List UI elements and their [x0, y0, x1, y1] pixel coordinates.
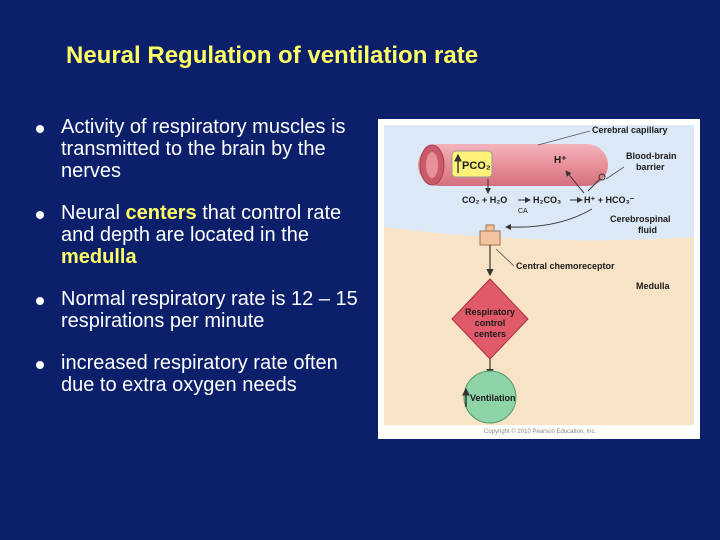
chemoreceptor-leader-line	[495, 248, 515, 267]
barrier-circle-icon	[598, 173, 606, 181]
central-chemoreceptor-label: Central chemoreceptor	[516, 261, 615, 271]
bullet-item: Activity of respiratory muscles is trans…	[36, 116, 372, 182]
copyright-text: Copyright © 2010 Pearson Education, Inc.	[484, 428, 596, 435]
h-plus-label: H⁺	[554, 155, 567, 166]
control-label-2: control	[475, 318, 506, 328]
control-label-1: Respiratory	[465, 307, 515, 317]
bbb-label-2: barrier	[636, 162, 665, 172]
bullet-text: Normal respiratory rate is 12 – 15 respi…	[61, 288, 358, 332]
medulla-label: Medulla	[636, 281, 670, 291]
capillary-lumen	[426, 152, 438, 178]
diagram-svg: PCO₂ H⁺ Cerebral capillary Blood-brain b…	[378, 119, 700, 439]
bullet-text: that control rate and depth are located …	[61, 202, 342, 246]
barrier-block-icon	[587, 178, 601, 192]
bullet-text: Activity of respiratory muscles is trans…	[61, 116, 346, 182]
cerebral-capillary	[418, 144, 608, 186]
ventilation-label: Ventilation	[470, 393, 516, 403]
bullet-item: Neural centers that control rate and dep…	[36, 202, 372, 268]
bullet-text: Neural	[61, 202, 126, 224]
pco2-box	[451, 150, 493, 178]
csf-label-1: Cerebrospinal	[610, 214, 671, 224]
chemoreceptor-diagram: PCO₂ H⁺ Cerebral capillary Blood-brain b…	[378, 119, 700, 439]
highlight-centers: centers	[125, 202, 197, 224]
chemoreceptor-top	[485, 224, 495, 232]
bbb-leader-line	[605, 166, 625, 180]
slide-title: Neural Regulation of ventilation rate	[66, 42, 479, 69]
pco2-label: PCO₂	[462, 160, 491, 172]
bullet-dot-icon	[36, 361, 44, 369]
control-label-3: centers	[474, 329, 506, 339]
bullet-dot-icon	[36, 297, 44, 305]
capillary-leader-line	[537, 130, 591, 146]
reaction-left: CO₂ + H₂O	[462, 195, 507, 205]
bbb-label-1: Blood-brain	[626, 151, 677, 161]
ventilation-circle	[463, 370, 517, 424]
h-plus-arrow-icon	[565, 170, 585, 194]
bullet-text: increased respiratory rate often due to …	[61, 352, 338, 396]
reaction-right: H⁺ + HCO₃⁻	[584, 195, 635, 205]
bullet-dot-icon	[36, 125, 44, 133]
bullet-item: increased respiratory rate often due to …	[36, 352, 372, 396]
bullet-item: Normal respiratory rate is 12 – 15 respi…	[36, 288, 372, 332]
ca-label: CA	[518, 208, 528, 215]
reaction-mid: H₂CO₃	[533, 195, 561, 205]
csf-label-2: fluid	[638, 225, 657, 235]
bullet-list: Activity of respiratory muscles is trans…	[36, 116, 372, 396]
highlight-medulla: medulla	[61, 246, 137, 268]
h-plus-to-receptor-arrow-icon	[505, 208, 593, 230]
cerebral-capillary-label: Cerebral capillary	[592, 125, 668, 135]
bullet-dot-icon	[36, 211, 44, 219]
central-chemoreceptor	[479, 230, 501, 246]
